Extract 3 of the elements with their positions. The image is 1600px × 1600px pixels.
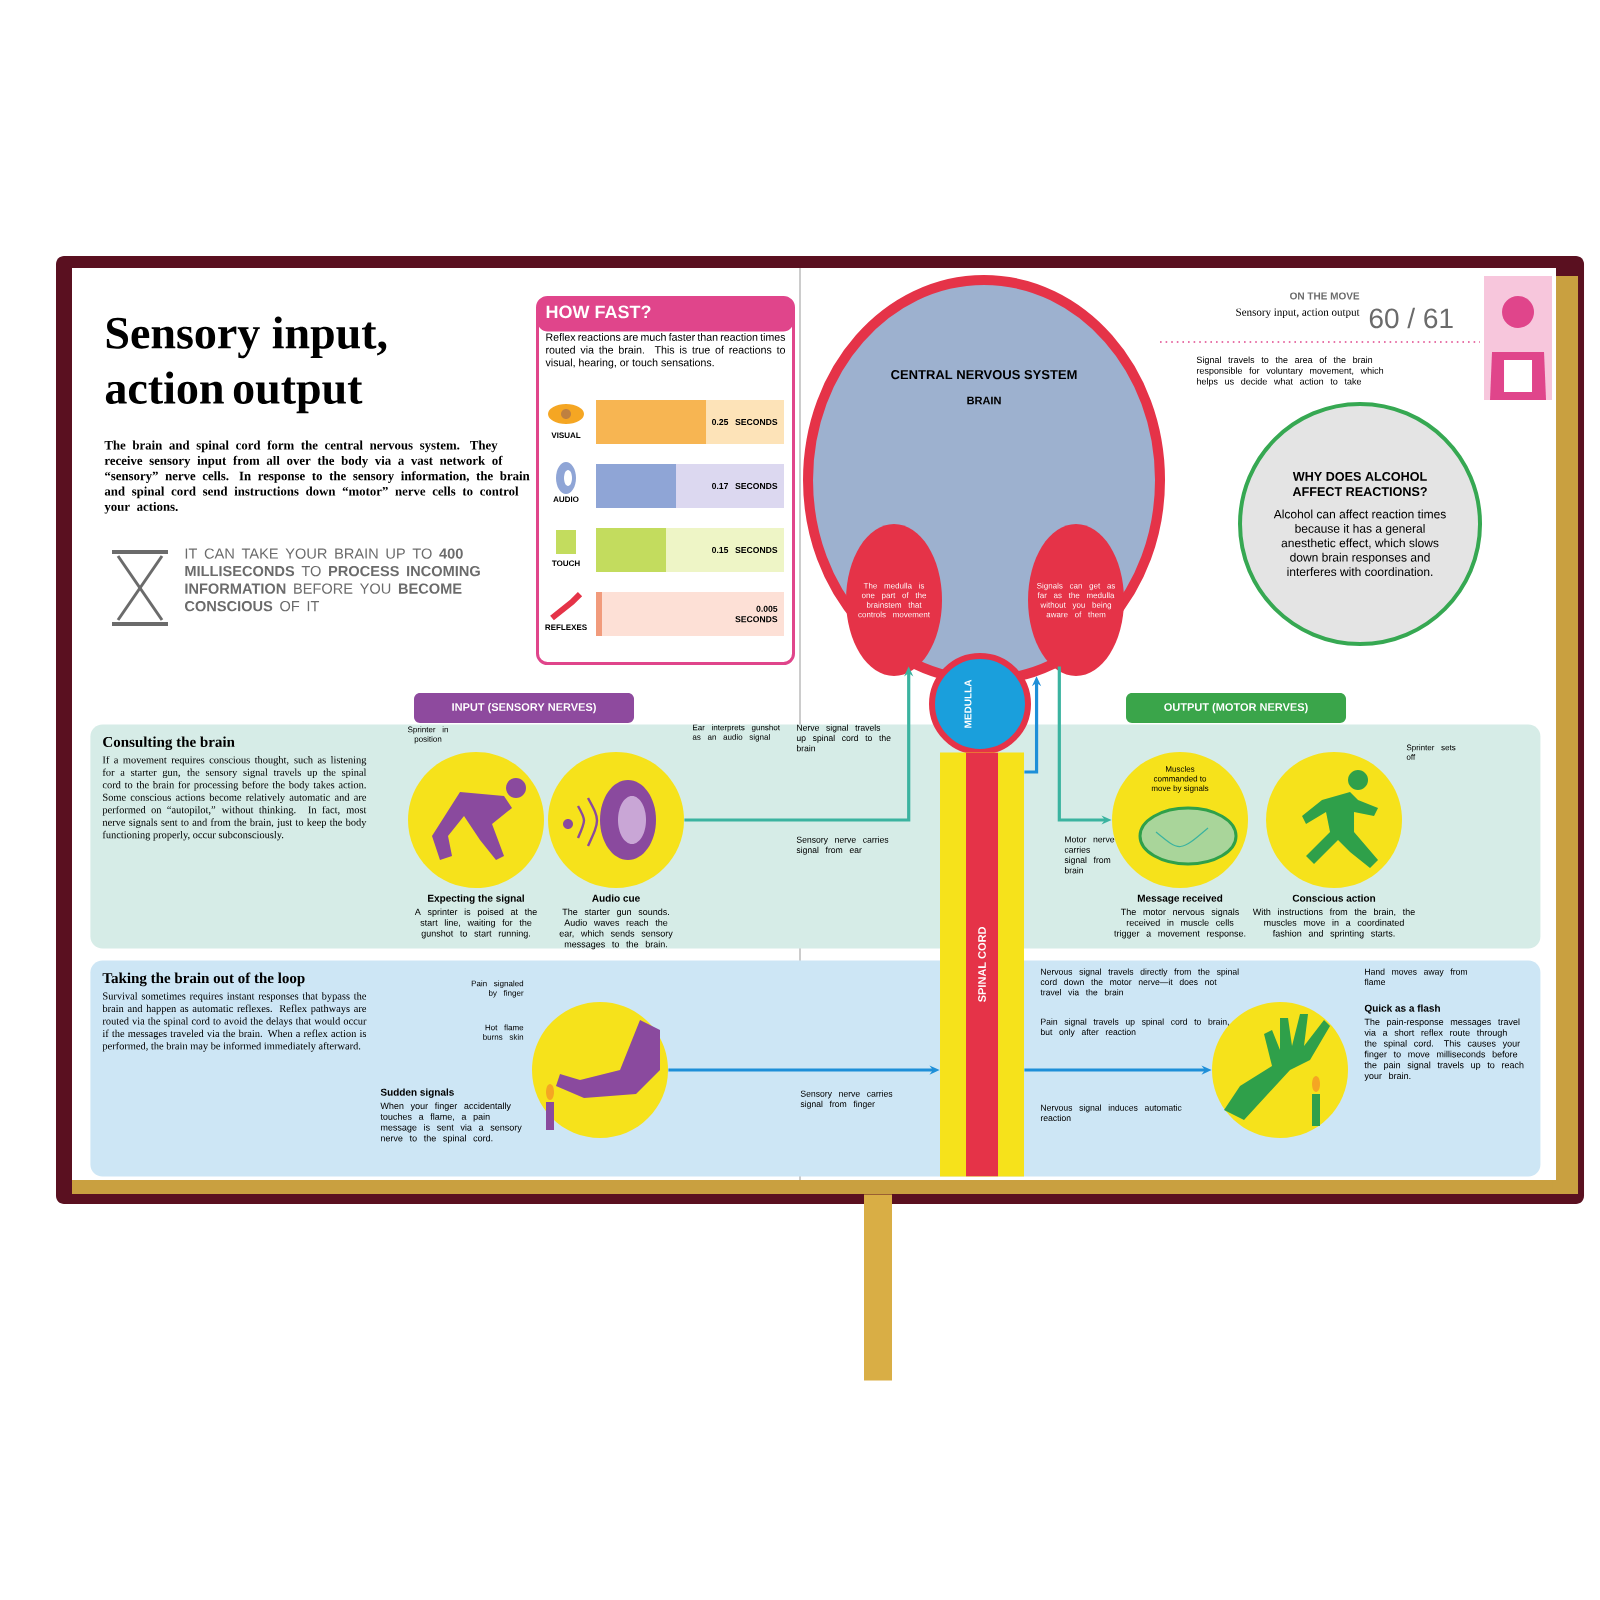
- bookmark-ribbon: [864, 1194, 892, 1381]
- page-number: 60 / 61: [1369, 307, 1453, 329]
- page-title: Sensory input, action output: [105, 316, 387, 414]
